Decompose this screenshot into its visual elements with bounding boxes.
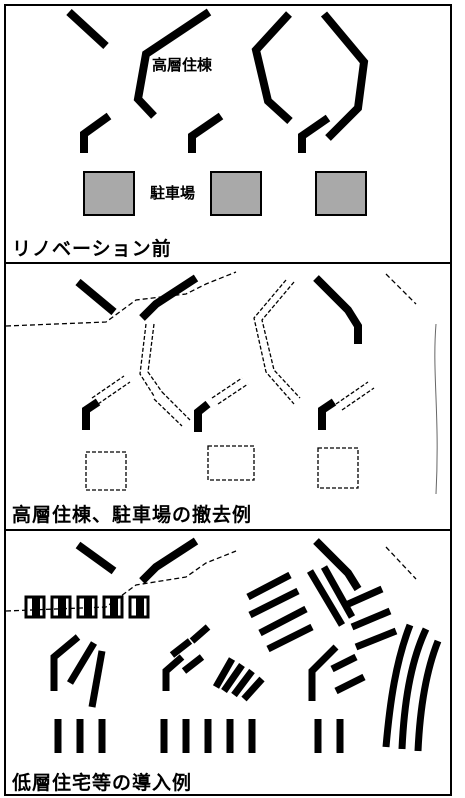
panel-divider [6,529,450,531]
label-parking: 駐車場 [150,184,196,202]
caption-low-rise-example: 低層住宅等の導入例 [12,772,193,794]
remaining-building [139,274,199,321]
parking-lot [210,171,262,216]
caption-before-renovation-text: リノベーション前 [12,238,172,260]
site-plan-before [66,8,369,216]
panel-divider [6,262,450,264]
diagram-frame: 高層住棟 駐車場 リノベーション前 [4,4,452,796]
site-boundary [385,273,417,305]
parking-lot [315,171,367,216]
site-plan-removal [6,271,438,495]
removed-tower-outline [153,398,183,427]
low-rise-housing [308,644,339,701]
panel-before-renovation: 高層住棟 駐車場 [6,6,450,234]
removed-tower-outline [147,323,163,393]
remaining-building [313,538,362,592]
label-high-rise-tower: 高層住棟 [152,56,213,74]
removed-parking-outline [317,447,359,489]
removed-tower-outline [335,381,369,405]
site-boundary [6,271,237,327]
remaining-building [75,541,117,575]
removed-parking-outline [85,451,127,491]
removed-parking-outline [207,445,255,481]
high-rise-tower [251,11,293,124]
tower-fragment [298,114,331,153]
removed-tower-outline [211,377,243,399]
remaining-building [313,275,362,344]
remaining-building [75,278,117,316]
panel-removal-example [6,264,450,496]
tower-fragment [188,112,224,153]
removed-tower-outline [261,281,301,399]
low-rise-housing [88,650,106,708]
remaining-building [194,400,211,432]
panel-low-rise-example [6,531,450,767]
remaining-building [318,398,337,430]
removed-tower-outline [217,383,249,405]
high-rise-tower [133,8,212,119]
tower-fragment [66,9,109,49]
removed-tower-outline [97,381,131,405]
removed-tower-outline [253,279,295,405]
low-rise-housing [382,623,414,748]
tower-fragment [80,112,112,153]
removed-tower-outline [139,323,155,397]
low-rise-housing [50,634,81,691]
low-rise-housing [66,641,98,685]
high-rise-tower [320,11,369,141]
removed-tower-outline [91,375,125,399]
low-rise-housing [162,654,185,691]
parking-lot [83,171,135,216]
site-boundary [385,546,417,580]
site-plan-low-rise [6,537,442,753]
removed-tower-outline [341,387,375,411]
removed-tower-outline [161,391,191,421]
remaining-building [82,398,101,430]
site-edge [434,323,438,495]
caption-removal-example: 高層住棟、駐車場の撤去例 [12,504,253,526]
remaining-building [139,537,199,584]
